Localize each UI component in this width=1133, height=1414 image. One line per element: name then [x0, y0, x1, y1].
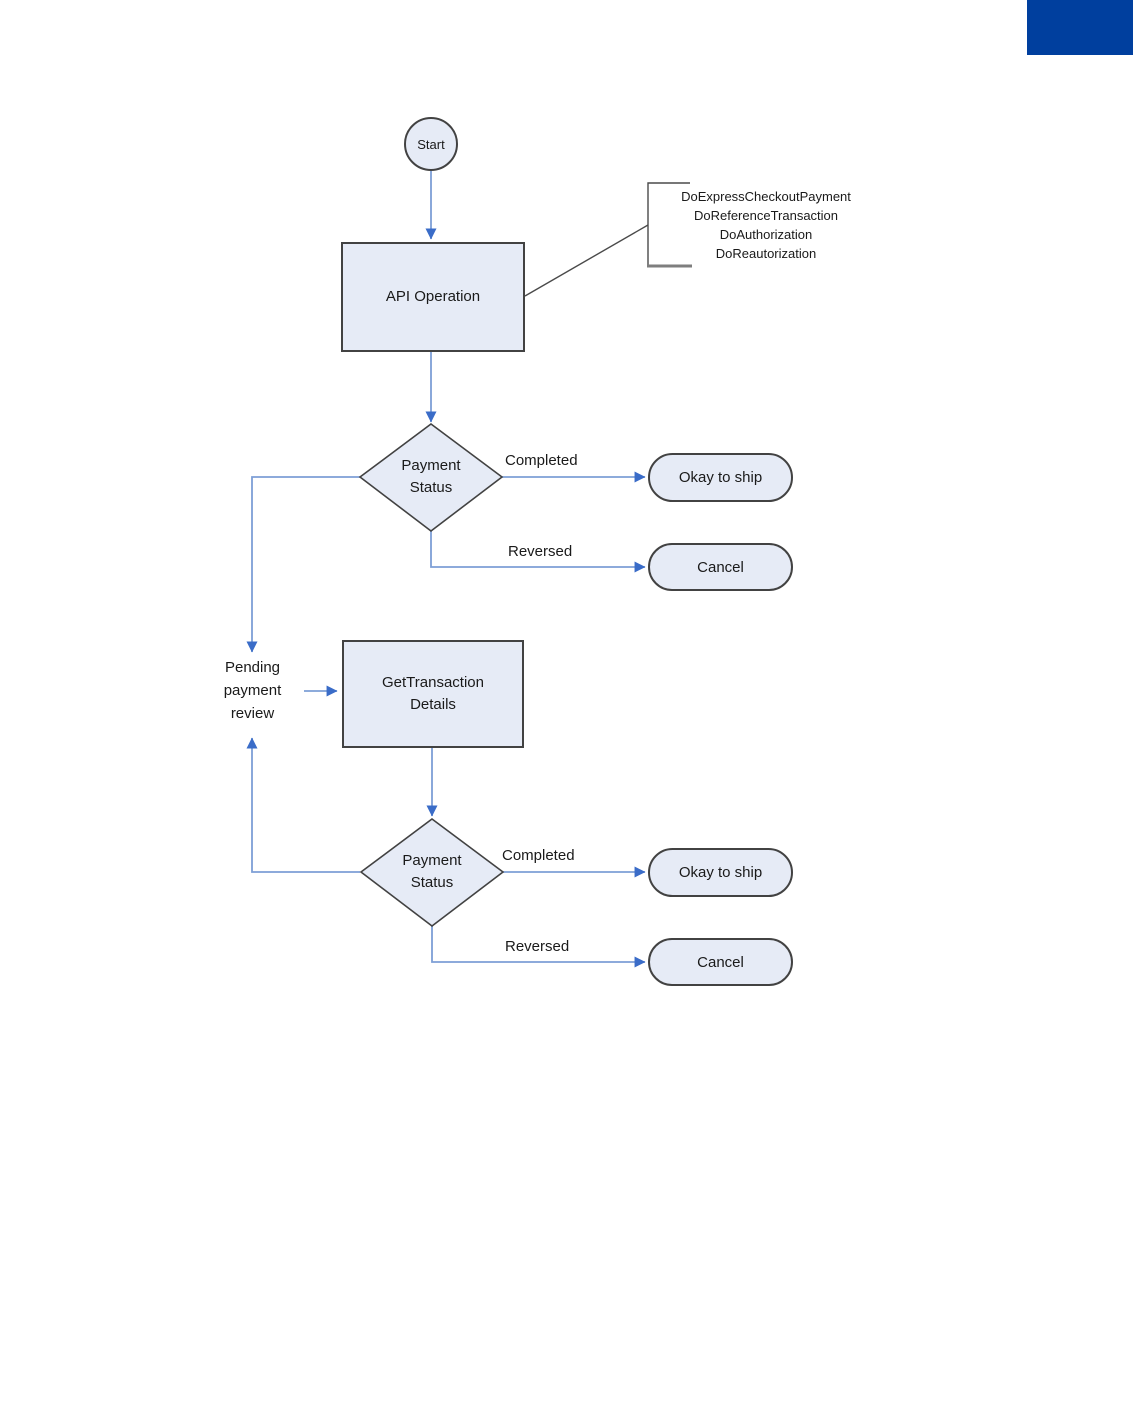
- reversed-1-label: Reversed: [508, 543, 573, 560]
- cancel-1-node: Cancel: [648, 543, 793, 591]
- annotation-line: DoReferenceTransaction: [693, 208, 839, 223]
- get-transaction-details-node: GetTransaction Details: [342, 640, 524, 748]
- okay-to-ship-2-label: Okay to ship: [678, 864, 763, 881]
- annotation-leader-line: [524, 224, 649, 297]
- annotation-line: DoExpressCheckoutPayment: [681, 189, 851, 204]
- decision-payment-status-1: [358, 423, 504, 533]
- okay-to-ship-1-label: Okay to ship: [678, 469, 763, 486]
- okay-to-ship-2-node: Okay to ship: [648, 848, 793, 897]
- api-annotation-list: DoExpressCheckoutPayment DoReferenceTran…: [655, 187, 877, 263]
- edge-status2-to-pending: [246, 737, 360, 873]
- reversed-2-label: Reversed: [505, 938, 570, 955]
- annotation-line: DoReautorization: [715, 246, 817, 261]
- payment-status-2-label: Payment Status: [402, 852, 462, 891]
- edge-status1-to-pending: [246, 476, 360, 653]
- okay-to-ship-1-node: Okay to ship: [648, 453, 793, 502]
- payment-status-1-label: Payment Status: [401, 457, 461, 496]
- cancel-2-label: Cancel: [697, 953, 744, 971]
- completed-2-label: Completed: [502, 847, 575, 864]
- edge-status2-reversed: [431, 926, 646, 968]
- pending-review-label: Pending payment review: [223, 659, 282, 722]
- decision-payment-status-2: [359, 818, 505, 928]
- cancel-2-node: Cancel: [648, 938, 793, 986]
- start-node-label: Start: [417, 136, 445, 152]
- completed-1-label: Completed: [505, 452, 578, 469]
- edge-status1-reversed: [430, 531, 646, 573]
- annotation-line: DoAuthorization: [719, 227, 813, 242]
- annotation-bracket: [647, 182, 690, 266]
- start-node: Start: [404, 117, 458, 171]
- get-transaction-details-label: GetTransaction Details: [382, 674, 484, 713]
- api-operation-node: API Operation: [341, 242, 525, 352]
- cancel-1-label: Cancel: [697, 558, 744, 576]
- corner-banner: [1027, 0, 1133, 55]
- api-operation-label: API Operation: [385, 288, 481, 305]
